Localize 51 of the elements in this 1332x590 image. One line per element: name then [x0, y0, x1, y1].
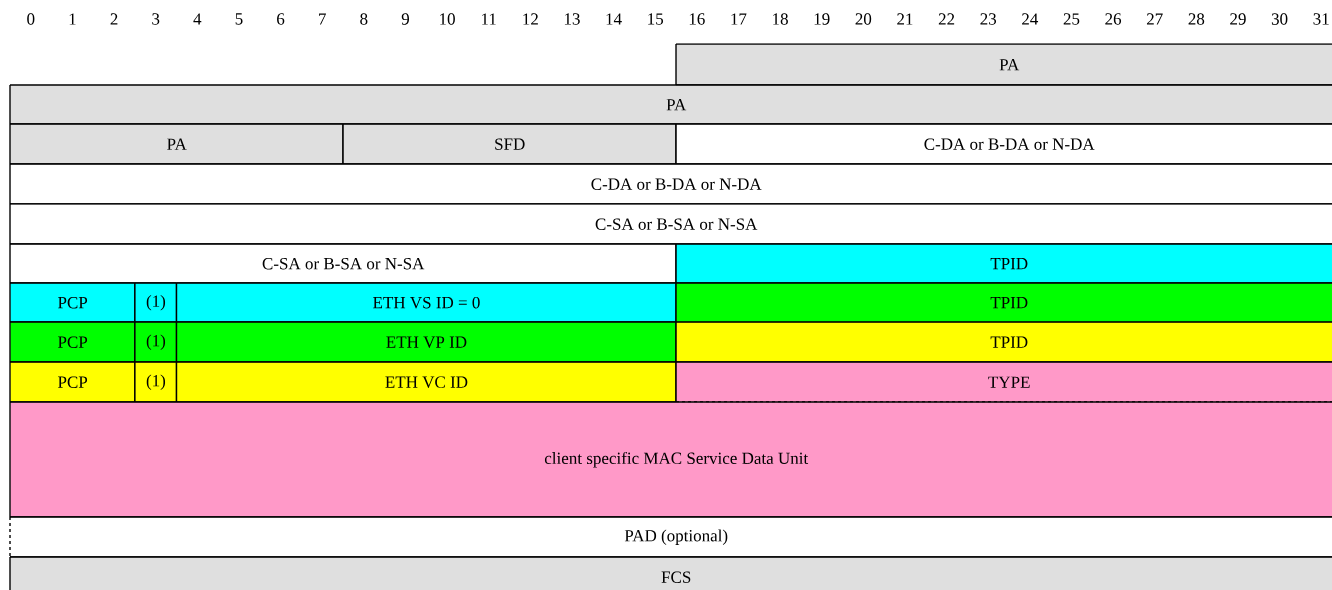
- bit-number: 28: [1188, 13, 1205, 25]
- field-box: PA: [9, 123, 344, 165]
- bit-number: 18: [773, 13, 788, 25]
- bit-number: 5: [235, 13, 243, 25]
- bit-number: 22: [938, 13, 955, 25]
- bit-number: 3: [152, 13, 160, 25]
- bit-number: 20: [855, 13, 872, 25]
- bit-number: 9: [401, 13, 409, 25]
- bit-number: 30: [1271, 13, 1288, 25]
- bit-number: 4: [193, 13, 202, 25]
- bit-number: 23: [980, 13, 997, 25]
- bit-number: 0: [27, 13, 35, 25]
- bit-number: 15: [648, 13, 664, 25]
- field-box: FCS: [9, 556, 1332, 590]
- node-label: PCP: [58, 376, 88, 388]
- field-box: (1): [134, 282, 178, 323]
- bit-number: 12: [523, 13, 538, 25]
- bit-number: 6: [277, 13, 285, 25]
- bit-number: 16: [689, 13, 705, 25]
- field-box: C-DA or B-DA or N-DA: [675, 123, 1332, 165]
- bit-number: 31: [1313, 13, 1329, 25]
- bit-number: 25: [1063, 13, 1080, 25]
- bit-number: 24: [1022, 13, 1039, 25]
- bit-number: 8: [360, 13, 368, 25]
- field-box: TPID: [675, 243, 1332, 284]
- field-box: SFD: [342, 123, 677, 165]
- bit-number: 7: [319, 13, 326, 25]
- node-label: (1): [146, 334, 166, 350]
- node-label: PCP: [58, 296, 88, 309]
- field-box: C-SA or B-SA or N-SA: [9, 243, 677, 284]
- bit-number: 21: [897, 13, 913, 25]
- bit-number: 1: [69, 13, 76, 25]
- field-box: (1): [134, 361, 178, 403]
- bit-number: 26: [1105, 13, 1122, 25]
- bit-number: 13: [564, 13, 580, 25]
- bit-number: 29: [1230, 13, 1246, 25]
- field-box: PA: [675, 43, 1332, 86]
- bit-number: 14: [606, 13, 622, 25]
- field-box: PAD (optional): [9, 516, 1332, 558]
- field-box: TYPE: [675, 361, 1332, 403]
- bit-number: 11: [482, 13, 496, 25]
- node-label: (1): [146, 374, 166, 390]
- field-box: TPID: [675, 321, 1332, 363]
- node-label: PCP: [58, 336, 88, 348]
- bit-number: 19: [814, 13, 830, 25]
- field-box: TPID: [675, 282, 1332, 323]
- bit-number: 27: [1146, 13, 1163, 25]
- field-box: (1): [134, 321, 178, 363]
- bit-number: 10: [440, 13, 455, 25]
- bit-number: 17: [731, 13, 747, 25]
- bit-number: 2: [110, 13, 118, 25]
